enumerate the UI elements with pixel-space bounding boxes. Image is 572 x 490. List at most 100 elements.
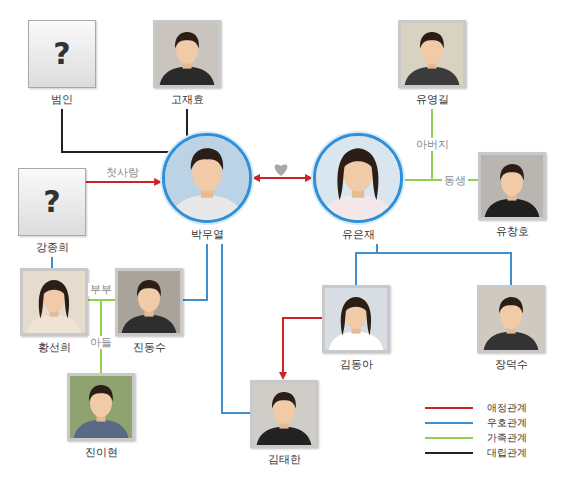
character-node: 유창호	[478, 152, 546, 239]
relation-line	[183, 244, 207, 300]
relation-line	[356, 244, 377, 285]
relation-line	[187, 109, 188, 138]
legend-row: 가족관계	[425, 430, 527, 445]
portrait	[481, 155, 543, 217]
main-portrait	[313, 133, 403, 223]
character-name: 진이현	[67, 446, 135, 460]
connector-path	[222, 244, 250, 413]
character-name: 장덕수	[477, 358, 545, 372]
relation-line	[279, 318, 322, 380]
connector-path	[283, 318, 322, 374]
unknown-character: ? 범인	[28, 20, 96, 107]
photo-frame	[250, 380, 318, 448]
unknown-mark: ?	[43, 187, 60, 217]
relation-line	[52, 257, 53, 268]
character-node: 황선희	[20, 268, 88, 355]
arrow-head	[154, 178, 162, 186]
relation-line	[86, 178, 162, 186]
unknown-mark: ?	[53, 39, 70, 69]
mystery-box: ?	[18, 168, 86, 236]
character-node: 진이현	[67, 373, 135, 460]
legend-text: 애정관계	[487, 401, 527, 414]
relation-label: 아버지	[414, 138, 451, 151]
character-node: 장덕수	[477, 285, 545, 372]
character-node: 박무열	[162, 133, 252, 242]
character-name: 고재효	[153, 93, 221, 107]
character-name: 김동아	[322, 358, 390, 372]
legend-line	[425, 418, 473, 428]
portrait	[165, 136, 249, 220]
portrait	[325, 288, 387, 350]
photo-frame	[477, 285, 545, 353]
character-name: 유은재	[313, 228, 403, 242]
character-node: 진동수	[115, 268, 183, 355]
legend-line	[425, 403, 473, 413]
photo-frame	[20, 268, 88, 336]
legend-line-stroke	[425, 422, 473, 424]
character-node: 김동아	[322, 285, 390, 372]
portrait	[118, 271, 180, 333]
heart-symbol	[275, 164, 288, 176]
character-name: 김태한	[250, 453, 318, 467]
character-name: 진동수	[115, 341, 183, 355]
character-node: 유은재	[313, 133, 403, 242]
relation-label: 아들	[88, 336, 114, 349]
photo-frame	[153, 20, 221, 88]
character-name: 강종희	[18, 241, 86, 255]
connector-path	[186, 109, 188, 138]
connector-path	[183, 244, 207, 300]
arrow-head	[252, 174, 260, 182]
legend-row: 애정관계	[425, 400, 527, 415]
character-node: 고재효	[153, 20, 221, 107]
portrait	[401, 23, 463, 85]
legend-line	[425, 433, 473, 443]
legend-text: 우호관계	[487, 416, 527, 429]
legend: 애정관계우호관계가족관계대립관계	[425, 400, 527, 460]
connector-path	[51, 257, 53, 268]
portrait	[70, 376, 132, 438]
arrow-head	[305, 174, 313, 182]
relation-line	[377, 244, 511, 285]
legend-text: 대립관계	[487, 446, 527, 459]
photo-frame	[115, 268, 183, 336]
connector-path	[258, 177, 307, 179]
arrow-head	[279, 372, 287, 380]
relation-line	[252, 174, 313, 182]
character-name: 황선희	[20, 341, 88, 355]
character-node: 김태한	[250, 380, 318, 467]
legend-line	[425, 448, 473, 458]
legend-line-stroke	[425, 437, 473, 439]
main-portrait	[162, 133, 252, 223]
portrait	[253, 383, 315, 445]
photo-frame	[478, 152, 546, 220]
unknown-character: ? 강종희	[18, 168, 86, 255]
character-name: 유창호	[478, 225, 546, 239]
mystery-box: ?	[28, 20, 96, 88]
relation-line	[222, 244, 250, 413]
connector-path	[356, 244, 377, 285]
relation-label: 동생	[442, 174, 468, 187]
connector-path	[377, 244, 511, 285]
legend-line-stroke	[425, 407, 473, 409]
legend-text: 가족관계	[487, 431, 527, 444]
legend-row: 우호관계	[425, 415, 527, 430]
portrait	[23, 271, 85, 333]
character-name: 범인	[28, 93, 96, 107]
connector-path	[86, 181, 156, 183]
portrait	[156, 23, 218, 85]
legend-row: 대립관계	[425, 445, 527, 460]
photo-frame	[322, 285, 390, 353]
relation-label: 부부	[88, 283, 114, 296]
photo-frame	[398, 20, 466, 88]
connector-path	[62, 109, 170, 152]
portrait	[480, 288, 542, 350]
character-name: 박무열	[162, 228, 252, 242]
legend-line-stroke	[425, 452, 473, 454]
relation-label: 첫사랑	[104, 166, 141, 179]
relation-line	[62, 109, 170, 152]
portrait	[316, 136, 400, 220]
character-name: 유영길	[398, 93, 466, 107]
character-node: 유영길	[398, 20, 466, 107]
photo-frame	[67, 373, 135, 441]
